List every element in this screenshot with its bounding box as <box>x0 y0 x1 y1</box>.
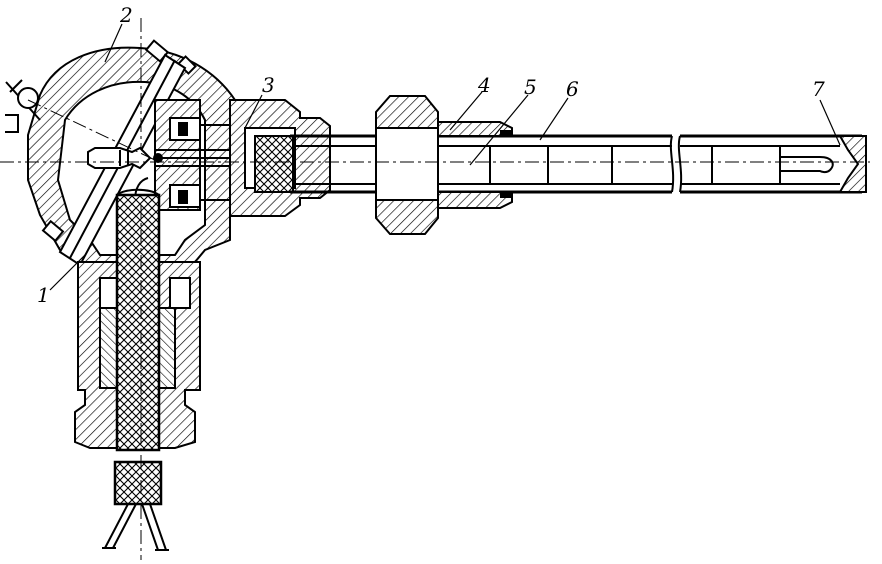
label-7: 7 <box>812 77 825 101</box>
part-labels: 1 2 3 4 5 6 7 <box>37 3 825 307</box>
label-6: 6 <box>566 77 579 101</box>
mounting-fitting <box>375 95 513 235</box>
label-3: 3 <box>262 73 275 97</box>
label-4: 4 <box>477 73 491 97</box>
label-5: 5 <box>524 75 537 99</box>
center-lines <box>0 18 870 560</box>
leader-lines <box>49 23 841 291</box>
cable-braided <box>113 188 163 506</box>
insulator-bushing <box>254 135 294 193</box>
terminal-block <box>154 99 201 211</box>
label-1: 1 <box>37 283 50 307</box>
label-2: 2 <box>119 3 133 27</box>
terminal-screw <box>87 146 163 170</box>
cable-conductors <box>102 503 169 551</box>
cover-screw-bottom <box>41 219 65 243</box>
left-hinge <box>5 114 19 133</box>
ceramic-insulators <box>294 146 781 184</box>
hot-junction <box>780 156 834 174</box>
